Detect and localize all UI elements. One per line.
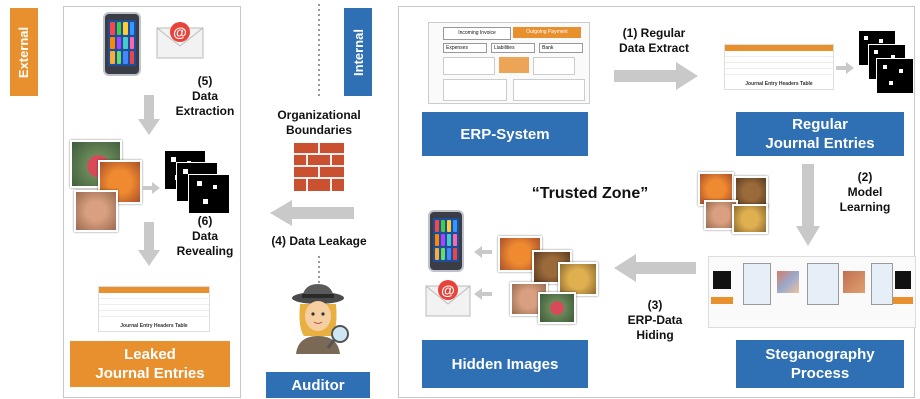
auditor-detective-icon — [292, 284, 349, 354]
arrow-right-small-regular — [836, 62, 854, 74]
arrow-left-small — [474, 246, 492, 258]
photo-dish — [732, 204, 768, 234]
email-icon: @ — [425, 280, 471, 317]
phone-icon — [103, 12, 141, 76]
step2-label: (2) Model Learning — [839, 170, 891, 214]
phone-icon — [428, 210, 464, 272]
stego-image — [188, 174, 230, 214]
stego-image — [876, 58, 914, 94]
step5-label: (5) Data Extraction — [175, 74, 235, 118]
svg-text:@: @ — [173, 24, 187, 40]
photo-hand — [74, 190, 118, 232]
erp-bank: Bank — [539, 43, 583, 53]
trusted-zone-label: “Trusted Zone” — [531, 185, 649, 202]
erp-screen-thumbnail: Incoming Invoice Outgoing Payment Expens… — [428, 22, 590, 104]
arrow-left-small — [474, 288, 492, 300]
arrow-right-small — [142, 182, 160, 194]
external-tag: External — [10, 8, 38, 96]
erp-liabilities: Liabilities — [491, 43, 535, 53]
photo-dish — [558, 262, 598, 296]
arrow-down-extraction — [138, 95, 160, 135]
arrow-left-hiding — [614, 254, 696, 282]
auditor-box: Auditor — [266, 372, 370, 398]
step4-label: (4) Data Leakage — [271, 234, 367, 248]
internal-tag: Internal — [344, 8, 372, 96]
photo-mushroom — [538, 292, 576, 324]
leaked-journal-table: Journal Entry Headers Table — [98, 286, 210, 332]
regular-journal-entries-box: Regular Journal Entries — [736, 112, 904, 156]
boundary-dotted-line-top — [318, 4, 320, 96]
erp-incoming-invoice: Incoming Invoice — [443, 27, 511, 40]
boundary-dotted-line-bottom — [318, 256, 320, 286]
steganography-network-diagram — [708, 256, 916, 328]
erp-expenses: Expenses — [443, 43, 487, 53]
steganography-process-box: Steganography Process — [736, 340, 904, 388]
step3-label: (3) ERP-Data Hiding — [627, 298, 683, 342]
email-icon: @ — [156, 22, 204, 59]
leaked-journal-entries-box: Leaked Journal Entries — [70, 341, 230, 387]
hidden-images-box: Hidden Images — [422, 340, 588, 388]
arrow-down-learning — [796, 164, 820, 246]
regular-journal-table: Journal Entry Headers Table — [724, 44, 834, 90]
arrow-down-revealing — [138, 222, 160, 266]
svg-text:@: @ — [441, 282, 455, 298]
arrow-left-leakage — [270, 200, 354, 226]
organizational-boundaries-label: Organizational Boundaries — [277, 108, 361, 137]
erp-outgoing-payment: Outgoing Payment — [513, 27, 581, 38]
arrow-right-extract — [614, 62, 698, 90]
step6-label: (6) Data Revealing — [176, 214, 234, 258]
step1-label: (1) Regular Data Extract — [618, 26, 690, 55]
erp-system-box: ERP-System — [422, 112, 588, 156]
brick-wall-icon — [294, 143, 344, 191]
